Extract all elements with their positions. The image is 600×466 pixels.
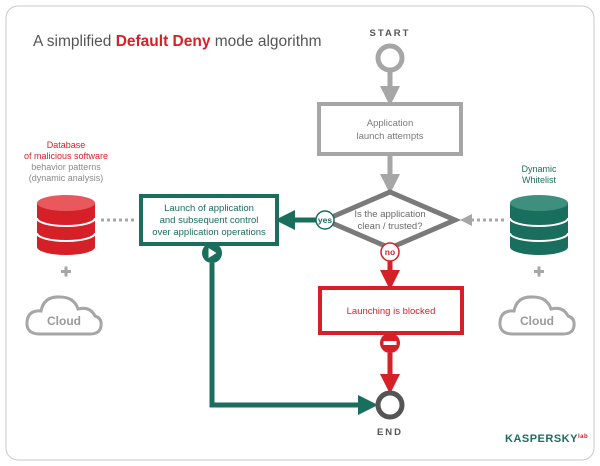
- arrow-launch-to-end: [209, 263, 378, 415]
- left-db-title-line2: of malicious software: [24, 151, 108, 161]
- left-db-sub-line1: behavior patterns: [31, 162, 101, 172]
- stop-icon-bar: [383, 341, 397, 345]
- plus-icon-right: [534, 266, 544, 277]
- launch-attempts-line1: Application: [367, 118, 413, 129]
- title-highlight: Default Deny: [116, 33, 211, 50]
- left-db-sub-line2: (dynamic analysis): [29, 173, 104, 183]
- launch-control-line2: and subsequent control: [160, 215, 259, 226]
- cloud-icon-right: [498, 295, 576, 336]
- cloud-right-label: Cloud: [520, 314, 554, 328]
- cloud-left-label: Cloud: [47, 314, 81, 328]
- brand-logo: KASPERSKYlab: [505, 433, 588, 445]
- left-db-title-line1: Database: [47, 140, 86, 150]
- end-node: [375, 390, 405, 420]
- start-label: START: [370, 28, 411, 39]
- end-label: END: [377, 427, 403, 438]
- right-db-title-line2: Whitelist: [522, 175, 557, 185]
- decision-line1: Is the application: [354, 209, 425, 220]
- launch-control-box: [139, 194, 279, 246]
- diagram-title: A simplified Default Deny mode algorithm: [33, 33, 322, 50]
- launch-control-line1: Launch of application: [164, 203, 254, 214]
- right-db-title-line1: Dynamic: [521, 164, 557, 174]
- database-green-icon: [509, 195, 569, 255]
- launch-attempts-box: [317, 102, 463, 156]
- start-node: [375, 43, 405, 73]
- yes-label: yes: [318, 215, 332, 225]
- cloud-icon-left: [25, 295, 103, 336]
- brand-logo-suffix: lab: [578, 434, 588, 440]
- launch-attempts-line2: launch attempts: [356, 131, 423, 142]
- no-label: no: [385, 247, 395, 257]
- plus-icon-left: [61, 266, 71, 277]
- blocked-box: [318, 286, 464, 335]
- launch-control-line3: over application operations: [152, 227, 266, 238]
- decision-line2: clean / trusted?: [358, 221, 423, 232]
- blocked-label: Launching is blocked: [347, 306, 436, 317]
- yes-badge: [315, 210, 335, 230]
- database-red-icon: [36, 195, 96, 255]
- play-icon-glyph: [208, 248, 217, 258]
- no-badge: [380, 242, 400, 262]
